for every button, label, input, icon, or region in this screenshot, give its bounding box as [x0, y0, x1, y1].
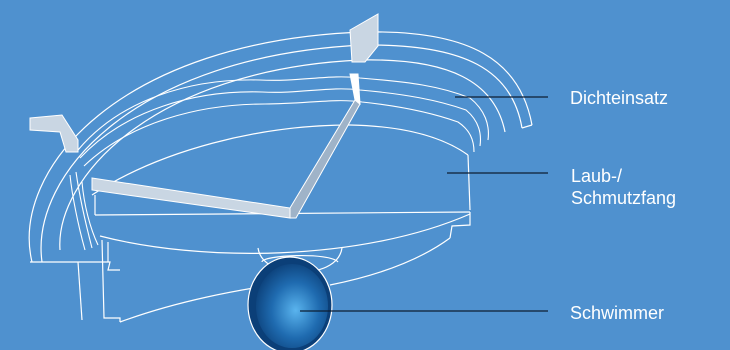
- grip-tabs: [29, 13, 379, 153]
- leader-lines: [300, 96, 548, 312]
- label-dichteinsatz: Dichteinsatz: [570, 88, 669, 108]
- seal-insert: [69, 76, 489, 251]
- float: [247, 256, 333, 350]
- outer-rim: [28, 31, 533, 271]
- label-schwimmer: Schwimmer: [570, 303, 665, 323]
- label-laub-line1: Laub-/: [571, 166, 623, 186]
- basket-handle: [91, 73, 361, 219]
- label-laub-schmutzfang: Laub-/ Schmutzfang: [571, 165, 676, 209]
- label-laub-line2: Schmutzfang: [571, 188, 677, 208]
